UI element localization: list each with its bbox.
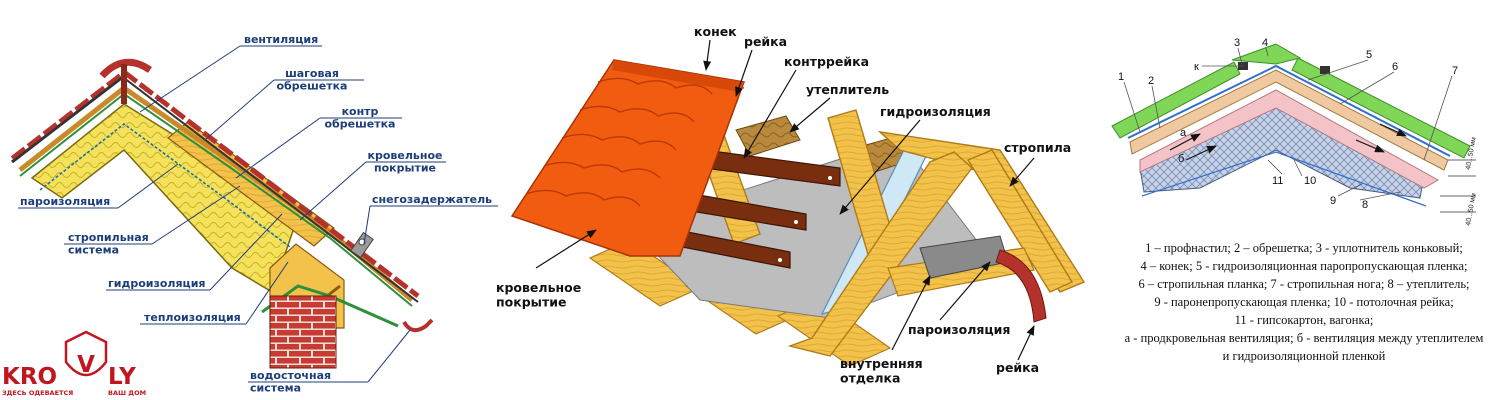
label-waterproofing-2: гидроизоляция bbox=[880, 104, 991, 119]
tile-right-slope bbox=[122, 70, 420, 298]
num-10: 10 bbox=[1304, 175, 1316, 187]
diagram-3-legend: 1 – профнастил; 2 – обрешетка; 3 - уплот… bbox=[1125, 241, 1484, 363]
label-counter-batten-2: контррейка bbox=[784, 54, 869, 69]
brick-wall bbox=[269, 295, 337, 369]
num-7: 7 bbox=[1452, 65, 1458, 77]
dim-2: 40...50 мм bbox=[1465, 192, 1478, 226]
label-rafters: стропила bbox=[1004, 140, 1071, 155]
num-9: 9 bbox=[1330, 195, 1336, 207]
num-4: 4 bbox=[1262, 37, 1268, 49]
diagram-2-roof-cutaway: конек рейка контррейка утеплитель гидрои… bbox=[496, 24, 1086, 385]
membrane-film bbox=[1127, 64, 1451, 157]
legend-line-7: и гидроизоляционной пленкой bbox=[1223, 349, 1386, 363]
label-insulation: теплоизоляция bbox=[144, 311, 241, 324]
num-b: б bbox=[1178, 153, 1184, 165]
krovly-logo: KRO V LY ЗДЕСЬ ОДЕВАЕТСЯ ВАШ ДОМ bbox=[2, 330, 146, 397]
tile-left-slope bbox=[11, 74, 125, 164]
diagram-2-arrows bbox=[535, 39, 1035, 361]
num-k: к bbox=[1194, 61, 1199, 73]
ridge-seal-right bbox=[1320, 66, 1330, 74]
legend-line-5: 11 - гипсокартон, вагонка; bbox=[1235, 313, 1374, 327]
label-batten-bottom: рейка bbox=[996, 360, 1039, 375]
legend-line-1: 1 – профнастил; 2 – обрешетка; 3 - уплот… bbox=[1145, 241, 1463, 255]
diagram-3-ridge-section: 1 2 3 4 к 5 6 7 11 10 9 8 а б 40...50 мм… bbox=[1111, 37, 1484, 363]
vapor-barrier-line bbox=[39, 122, 303, 257]
label-insulation-2: утеплитель bbox=[806, 82, 889, 97]
legend-line-2: 4 – конек; 5 - гидроизоляционная паропро… bbox=[1140, 259, 1467, 273]
num-8: 8 bbox=[1362, 199, 1368, 211]
label-batten-top: рейка bbox=[744, 34, 787, 49]
label-waterproofing: гидроизоляция bbox=[108, 277, 205, 290]
snow-guard-bracket bbox=[350, 231, 374, 259]
legend-line-4: 9 - паронепропускающая пленка; 10 - пото… bbox=[1154, 295, 1453, 309]
profiled-sheet-right bbox=[1291, 57, 1471, 159]
metal-tile-roofing bbox=[510, 59, 746, 257]
label-ventilation: вентиляция bbox=[244, 33, 318, 46]
num-5: 5 bbox=[1366, 49, 1372, 61]
num-3: 3 bbox=[1234, 37, 1240, 49]
diagram-3-leaders bbox=[1123, 47, 1453, 201]
legend-line-6: а - продкровельная вентиляция; б - венти… bbox=[1125, 331, 1484, 345]
label-snow-guard: снегозадержатель bbox=[372, 193, 492, 206]
waterproofing-film bbox=[19, 92, 413, 307]
diagram-1-leaders bbox=[18, 45, 498, 383]
legend-line-3: 6 – стропильная планка; 7 - стропильная … bbox=[1138, 277, 1469, 291]
logo-mark: V bbox=[77, 352, 95, 378]
ridge-cap bbox=[99, 58, 152, 79]
dimension-marks bbox=[1440, 159, 1476, 213]
num-2: 2 bbox=[1148, 75, 1154, 87]
num-11: 11 bbox=[1272, 175, 1283, 187]
eave-flashing bbox=[995, 249, 1047, 323]
dim-1: 40...50 мм bbox=[1465, 136, 1478, 170]
logo-shield-icon bbox=[64, 330, 108, 377]
gutter bbox=[402, 318, 434, 333]
logo-text-left: KRO bbox=[2, 364, 57, 390]
ventilation-arrows bbox=[1169, 123, 1407, 161]
logo-tagline-right: ВАШ ДОМ bbox=[108, 389, 146, 397]
num-a: а bbox=[1180, 127, 1187, 139]
ridge-piece bbox=[1231, 43, 1302, 65]
rafter-plank bbox=[1129, 69, 1449, 171]
label-vapor-barrier: пароизоляция bbox=[20, 195, 110, 208]
label-ridge: конек bbox=[694, 24, 737, 39]
label-vapor-barrier-2: пароизоляция bbox=[908, 322, 1010, 337]
logo-text-right: LY bbox=[108, 364, 136, 390]
logo-tagline-left: ЗДЕСЬ ОДЕВАЕТСЯ bbox=[2, 389, 73, 397]
num-6: 6 bbox=[1392, 61, 1398, 73]
num-1: 1 bbox=[1118, 71, 1124, 83]
profiled-sheet-left bbox=[1111, 61, 1241, 139]
